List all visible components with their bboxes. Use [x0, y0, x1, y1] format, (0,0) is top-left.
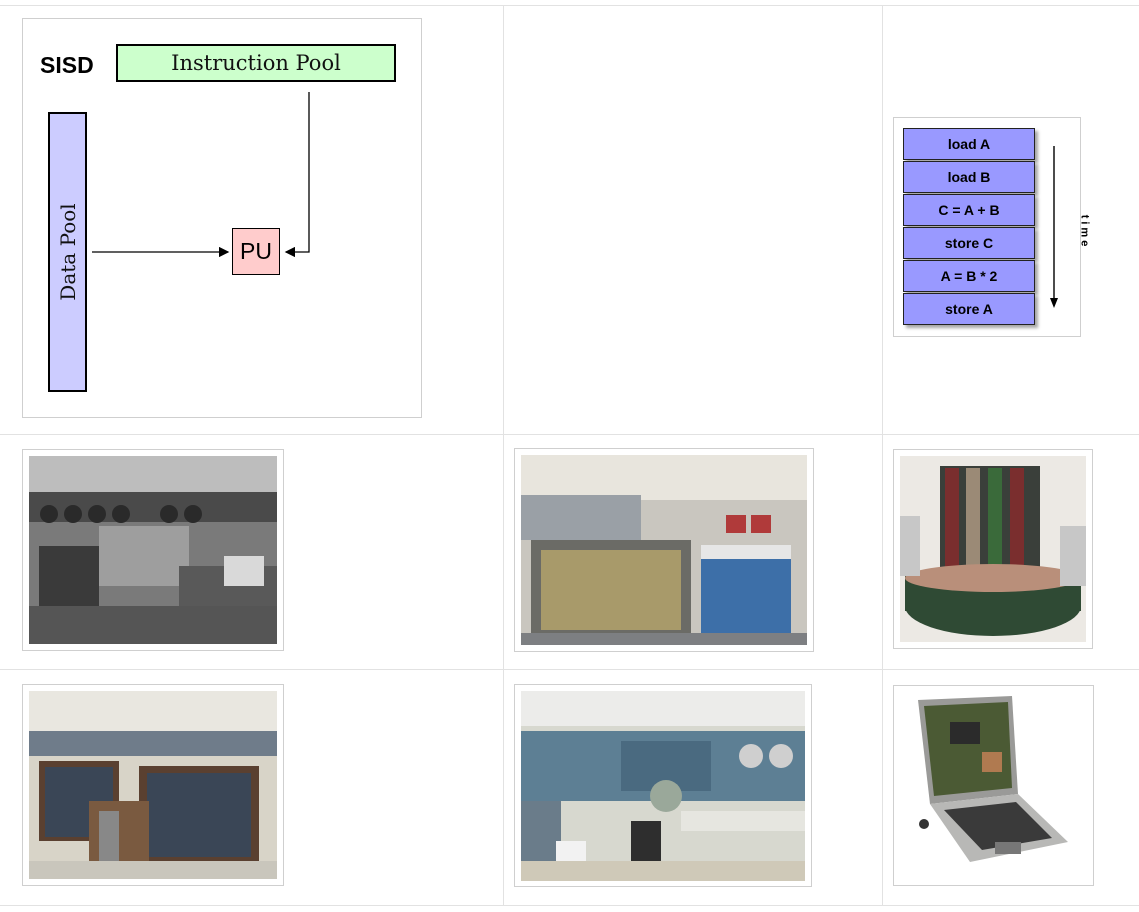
grid-line-col1	[503, 5, 504, 905]
grid-line-row2	[0, 669, 1139, 670]
sisd-label: SISD	[40, 52, 94, 78]
instruction-pool-label: Instruction Pool	[171, 51, 341, 75]
instruction-step: store A	[903, 293, 1035, 325]
sisd-diagram-frame	[22, 18, 422, 418]
instruction-step: A = B * 2	[903, 260, 1035, 292]
data-pool-box: Data Pool	[48, 112, 87, 392]
instruction-step: store C	[903, 227, 1035, 259]
computer-lab-photo	[521, 691, 805, 881]
mainframe-console-photo	[521, 455, 807, 645]
cray-supercomputer-photo	[900, 456, 1086, 642]
computer-room-cabinets-photo	[29, 691, 277, 879]
instruction-step: C = A + B	[903, 194, 1035, 226]
processing-unit-label: PU	[240, 238, 272, 264]
time-label: time	[1078, 214, 1091, 250]
vintage-mainframe-operator-photo	[29, 456, 277, 644]
processing-unit-box: PU	[232, 228, 280, 275]
grid-line-col2	[882, 5, 883, 905]
instruction-step: load B	[903, 161, 1035, 193]
time-arrow	[1050, 146, 1058, 308]
data-pool-label: Data Pool	[55, 203, 80, 301]
instruction-pool-box: Instruction Pool	[116, 44, 396, 82]
grid-line-top	[0, 5, 1139, 6]
grid-line-row1	[0, 434, 1139, 435]
instruction-step: load A	[903, 128, 1035, 160]
laptop-photo	[900, 692, 1087, 879]
grid-line-bottom	[0, 905, 1139, 906]
